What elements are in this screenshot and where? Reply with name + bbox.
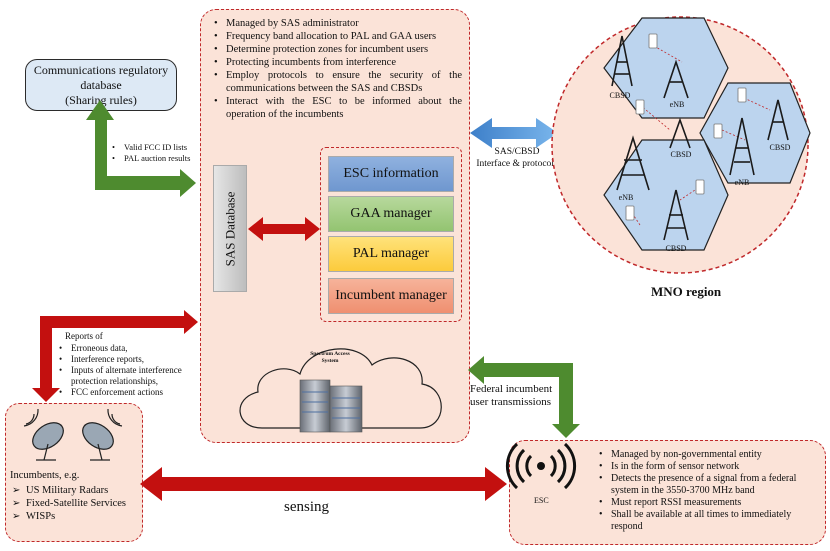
enb-label: eNB (619, 193, 634, 202)
tower-icon (663, 189, 689, 241)
green-arrow-regulatory (86, 100, 196, 197)
sas-cbsd-line2: Interface & protocols (476, 159, 558, 169)
server-icon (299, 379, 363, 433)
phone-icon (737, 87, 747, 103)
cbsd-label: CBSD (610, 91, 631, 100)
tower-icon (663, 59, 689, 99)
phone-icon (648, 33, 658, 49)
gaa-manager: GAA manager (328, 196, 454, 232)
phone-icon (695, 179, 705, 195)
cloud-line1: Spectrum Access (310, 351, 350, 357)
broadcast-icon (505, 442, 577, 490)
sas-bullet: Protecting incumbents from interference (212, 56, 462, 69)
managers-box (320, 147, 462, 322)
sas-bullet: Determine protection zones for incumbent… (212, 43, 462, 56)
spectrum-access-cloud (239, 348, 442, 433)
phone-icon (635, 99, 645, 115)
report-item: Interference reports, (57, 354, 207, 365)
regulatory-line1: Communications regulatory (33, 63, 169, 77)
fcc-list: Valid FCC ID lists PAL auction results (110, 142, 190, 164)
phone-icon (713, 123, 723, 139)
satellite-dish-icon (23, 408, 64, 461)
federal-line1: Federal incumbent (470, 383, 553, 395)
sas-bullet: Interact with the ESC to be informed abo… (212, 95, 462, 121)
hex-cell-2 (699, 82, 811, 184)
reports-list: Erroneous data, Interference reports, In… (57, 343, 207, 398)
federal-label: Federal incumbent user transmissions (470, 383, 552, 409)
fcc-item: PAL auction results (110, 153, 190, 164)
sensing-label: sensing (284, 499, 329, 515)
red-arrow-reports (32, 310, 198, 402)
esc-item: Detects the presence of a signal from a … (597, 473, 822, 497)
fcc-item: Valid FCC ID lists (110, 142, 190, 153)
incumbents-list: US Military Radars Fixed-Satellite Servi… (12, 484, 126, 523)
esc-item: Is in the form of sensor network (597, 461, 822, 473)
esc-label: ESC (534, 496, 549, 505)
cbsd-label: CBSD (671, 150, 692, 159)
reports-title: Reports of (65, 331, 103, 341)
esc-list: Managed by non-governmental entity Is in… (597, 449, 822, 533)
phone-icon (625, 205, 635, 221)
sas-bullet: Frequency band allocation to PAL and GAA… (212, 30, 462, 43)
incumbent-item: Fixed-Satellite Services (12, 497, 126, 510)
sas-bullet: Managed by SAS administrator (212, 17, 462, 30)
sas-bullets: Managed by SAS administrator Frequency b… (212, 17, 462, 121)
blue-arrow-sas-mno (470, 118, 558, 148)
sas-cbsd-label: SAS/CBSD Interface & protocols (470, 146, 564, 170)
tower-icon (611, 35, 633, 87)
tower-icon (616, 135, 650, 191)
pal-manager: PAL manager (328, 236, 454, 272)
satellite-dish-icon (82, 408, 123, 461)
incumbent-item: US Military Radars (12, 484, 126, 497)
regulatory-database: Communications regulatory database (Shar… (25, 59, 177, 111)
tower-icon (729, 117, 755, 176)
cbsd-label: CBSD (770, 143, 791, 152)
esc-item: Shall be available at all times to immed… (597, 509, 822, 533)
incumbent-manager: Incumbent manager (328, 278, 454, 314)
red-arrow-sensing (140, 467, 507, 501)
esc-item: Managed by non-governmental entity (597, 449, 822, 461)
mno-region (551, 16, 811, 274)
sas-database: SAS Database (213, 165, 247, 292)
tower-icon (669, 117, 691, 149)
report-item: Erroneous data, (57, 343, 207, 354)
incumbent-item: WISPs (12, 510, 126, 523)
incumbents-title: Incumbents, e.g. (10, 470, 80, 481)
sas-cbsd-line1: SAS/CBSD (494, 147, 540, 157)
regulatory-line2: database (80, 78, 122, 92)
hex-cell-3 (603, 139, 729, 251)
mno-title: MNO region (651, 284, 722, 299)
enb-label: eNB (735, 178, 750, 187)
enb-label: eNB (670, 100, 685, 109)
cloud-line2: System (322, 358, 339, 364)
green-arrow-federal (468, 356, 580, 438)
red-arrow-db-managers (248, 217, 320, 241)
tower-icon (767, 99, 789, 141)
hex-cell-1 (603, 17, 729, 119)
regulatory-line3: (Sharing rules) (65, 93, 137, 107)
report-item: Inputs of alternate interference protect… (57, 365, 207, 387)
sas-bullet: Employ protocols to ensure the security … (212, 69, 462, 95)
esc-information: ESC information (328, 156, 454, 192)
cbsd-label: CBSD (666, 244, 687, 253)
federal-line2: user transmissions (470, 396, 551, 408)
report-item: FCC enforcement actions (57, 387, 207, 398)
esc-item: Must report RSSI measurements (597, 497, 822, 509)
